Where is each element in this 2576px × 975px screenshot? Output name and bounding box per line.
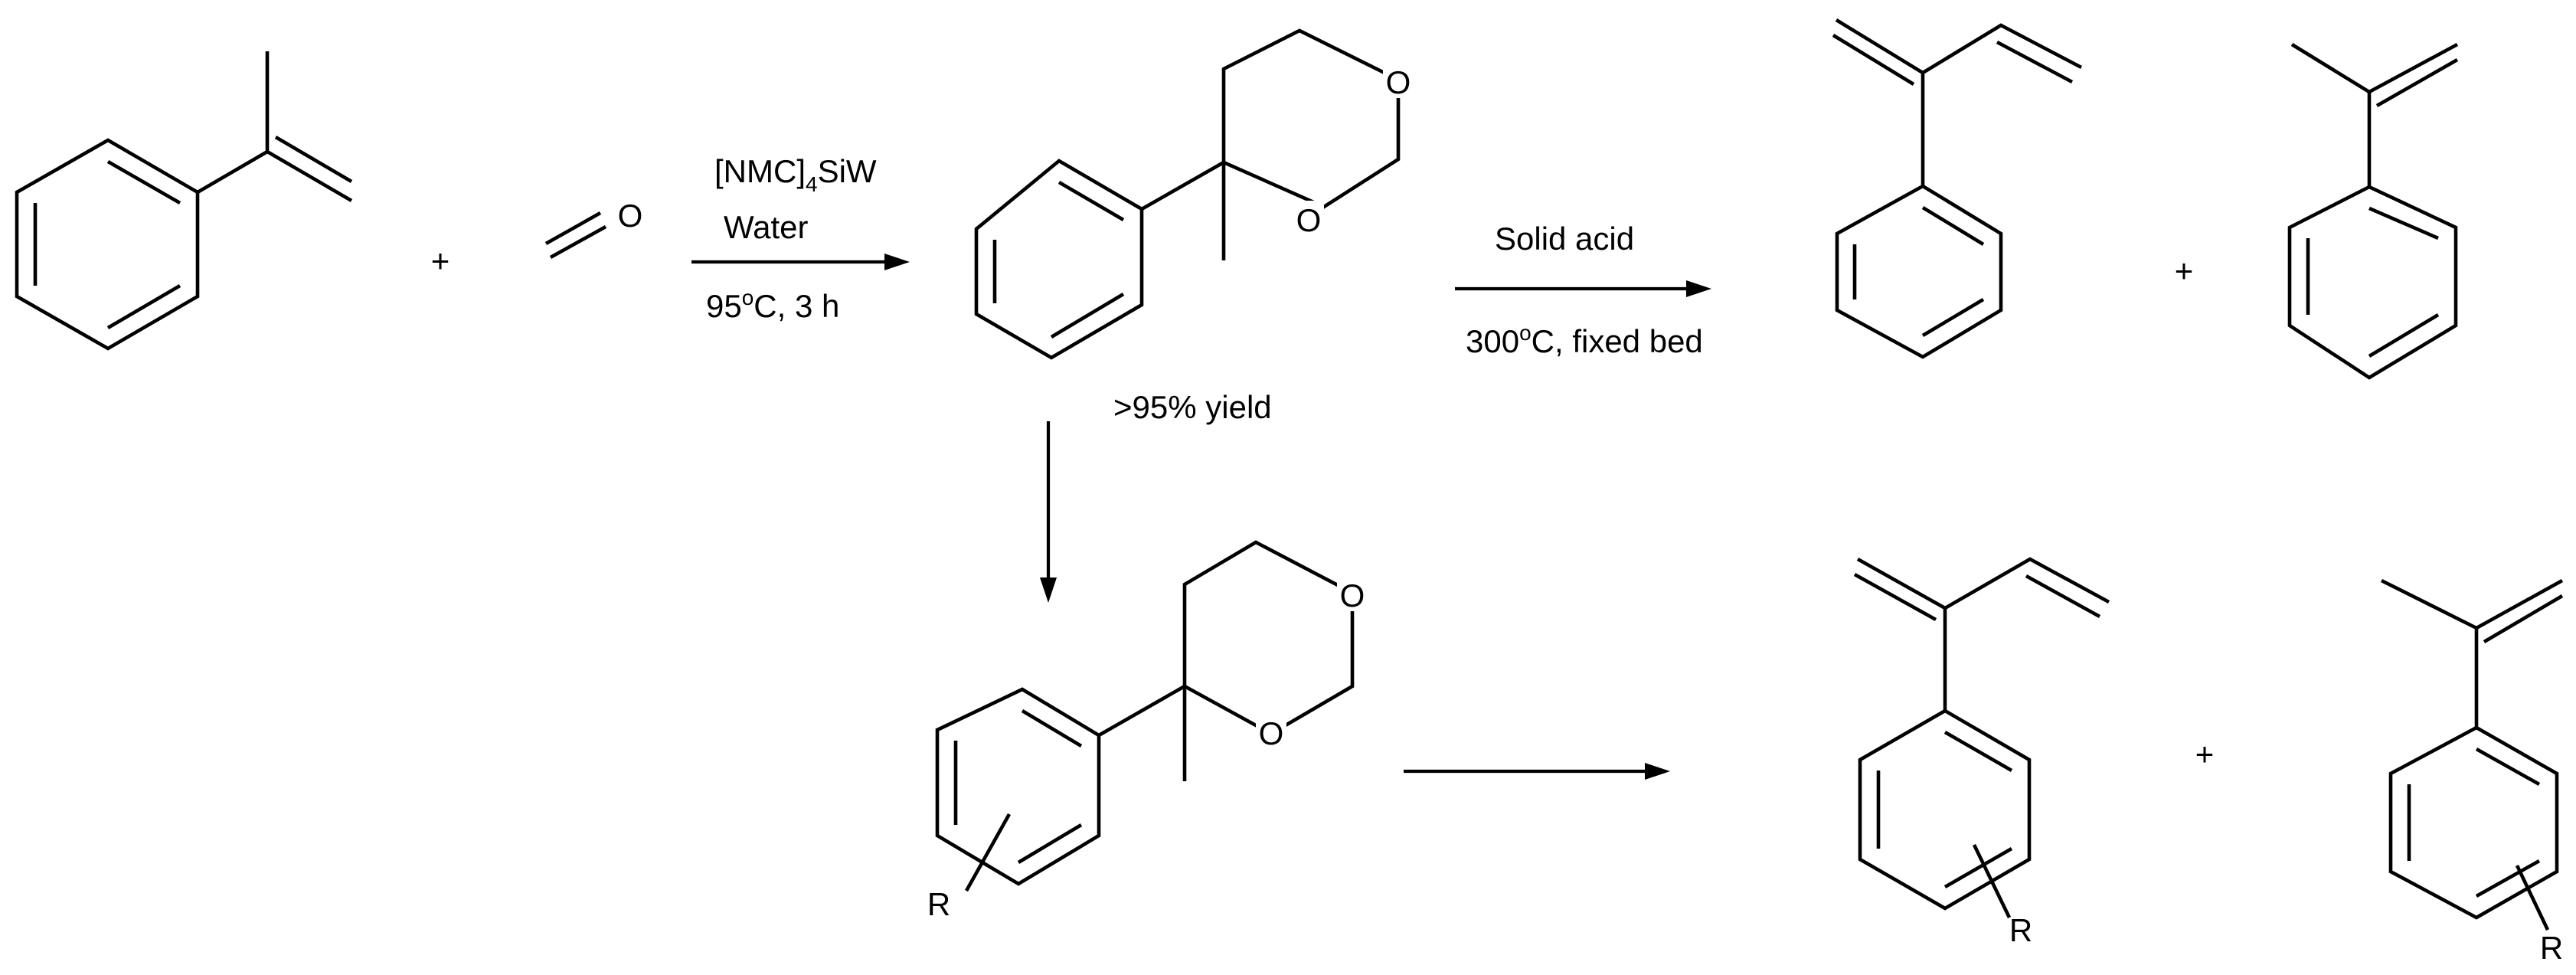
phenylbutadiene-product [1832,18,2083,359]
reaction-arrow-3 [1404,763,1670,780]
conditions-label-1: 95oC, 3 h [706,286,839,324]
dioxane-intermediate: O O [974,28,1414,360]
substituted-alpha-methylstyrene-coproduct: R [2380,578,2563,966]
generalization-arrow-down [1040,421,1057,603]
conditions-label-2: 300oC, fixed bed [1466,321,1703,359]
catalyst-label-2: Solid acid [1495,221,1634,257]
oxygen-atom-label: O [1259,715,1284,751]
catalyst-label-1: [NMC]4SiW [714,153,877,196]
plus-sign-2: + [2175,253,2194,289]
formaldehyde-reactant: O [544,198,643,260]
yield-label: >95% yield [1113,389,1272,425]
reaction-arrow-2 [1455,280,1711,297]
plus-sign-3: + [2195,736,2215,772]
r-substituent-label: R [927,886,950,922]
r-substituent-label: R [2009,912,2032,948]
oxygen-atom-label: O [1340,577,1365,613]
oxygen-atom-label: O [1296,202,1322,238]
substituted-phenylbutadiene-product: R [1853,557,2110,948]
substituted-dioxane-intermediate: O O R [927,540,1368,922]
plus-sign-1: + [431,243,450,279]
reaction-arrow-1 [691,254,910,270]
oxygen-atom-label: O [618,198,643,234]
alpha-methylstyrene-reactant [15,51,353,351]
r-substituent-label: R [2540,930,2563,966]
solvent-label-1: Water [724,209,808,245]
oxygen-atom-label: O [1386,64,1411,100]
alpha-methylstyrene-coproduct [2287,42,2459,380]
